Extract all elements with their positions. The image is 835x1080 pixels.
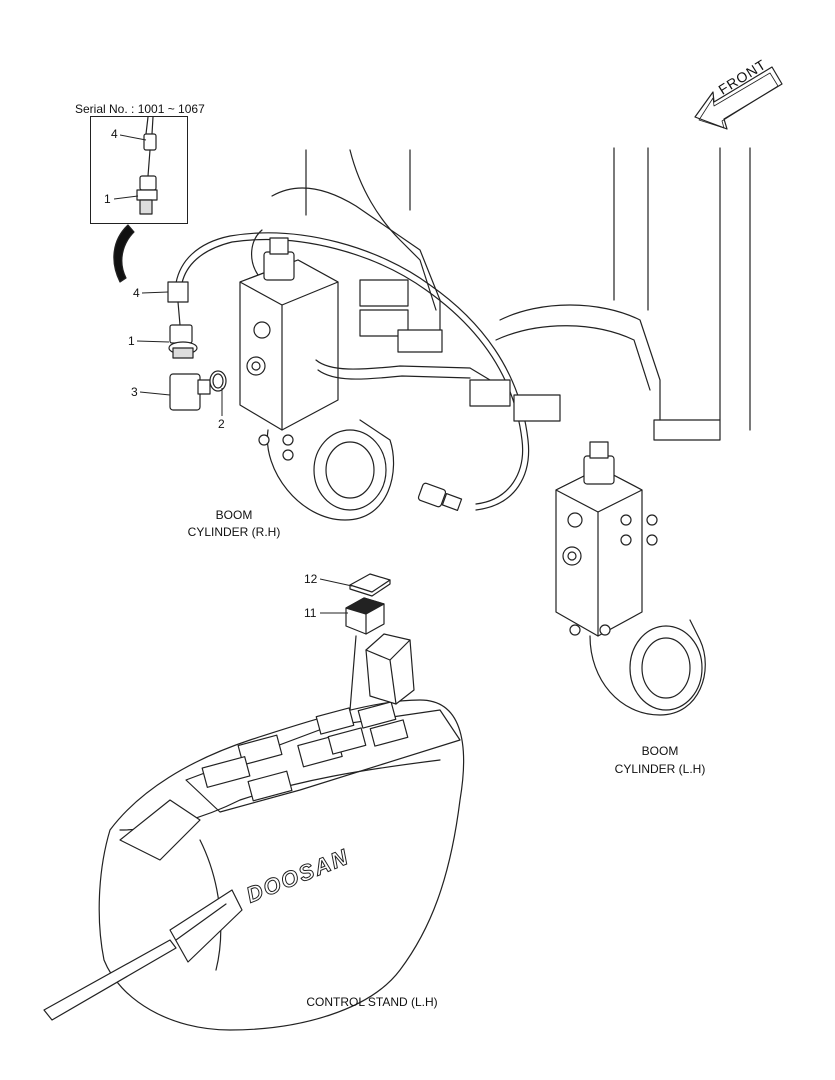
- label-boom-rh-line2: CYLINDER (R.H): [187, 525, 281, 539]
- leader-part-11: [320, 612, 348, 614]
- boom-cylinder-lh: [495, 147, 751, 716]
- callout-main-2: 2: [218, 417, 225, 431]
- leader-main-3: [140, 391, 171, 396]
- main-sensor-assembly: [167, 232, 530, 511]
- serial-note: Serial No. : 1001 ~ 1067: [75, 102, 205, 116]
- front-arrow: [694, 66, 783, 130]
- leader-main-1: [137, 340, 170, 343]
- leader-inset-1: [114, 195, 139, 200]
- leader-inset-4: [120, 134, 147, 141]
- leader-part-12: [320, 578, 353, 587]
- callout-inset-4: 4: [111, 127, 118, 141]
- callout-inset-1: 1: [104, 192, 111, 206]
- callout-part-12: 12: [304, 572, 318, 586]
- label-boom-lh-line1: BOOM: [641, 744, 679, 758]
- serial-inset-box: [90, 116, 188, 224]
- leader-main-4: [142, 291, 169, 294]
- switch-parts: [345, 573, 391, 736]
- label-boom-rh-line1: BOOM: [215, 508, 253, 522]
- callout-main-3: 3: [131, 385, 138, 399]
- callout-main-1: 1: [128, 334, 135, 348]
- callout-part-11: 11: [304, 606, 317, 620]
- leader-main-2: [221, 388, 223, 416]
- inset-sensor: [136, 116, 158, 215]
- label-boom-lh-line2: CYLINDER (L.H): [614, 762, 706, 776]
- inset-leader-arrow: [113, 224, 135, 283]
- boom-cylinder-rh: [239, 149, 561, 521]
- label-control-stand: CONTROL STAND (L.H): [306, 995, 438, 1009]
- callout-main-4: 4: [133, 286, 140, 300]
- control-stand: [43, 633, 465, 1031]
